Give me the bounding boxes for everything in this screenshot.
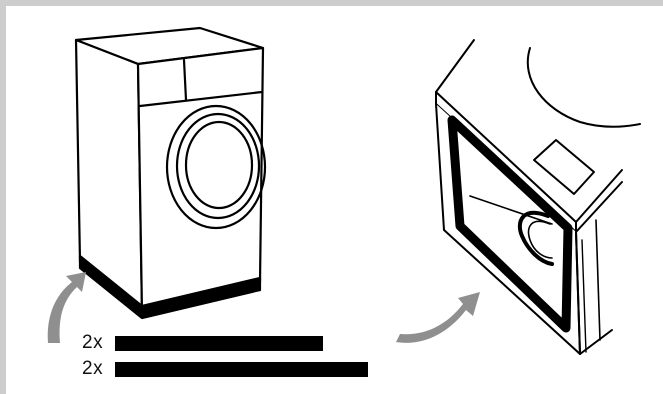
panel-border-left [0, 0, 6, 394]
machine-underside-icon [435, 39, 641, 355]
curved-arrow-icon [396, 292, 480, 343]
panel-border-top [0, 0, 663, 6]
part-redacted-bar [115, 362, 368, 377]
quantity-label: 2x [82, 358, 104, 379]
curved-arrow-icon [47, 272, 86, 343]
washing-machine-icon [74, 26, 267, 320]
part-redacted-bar [115, 336, 323, 351]
quantity-label: 2x [82, 332, 104, 353]
